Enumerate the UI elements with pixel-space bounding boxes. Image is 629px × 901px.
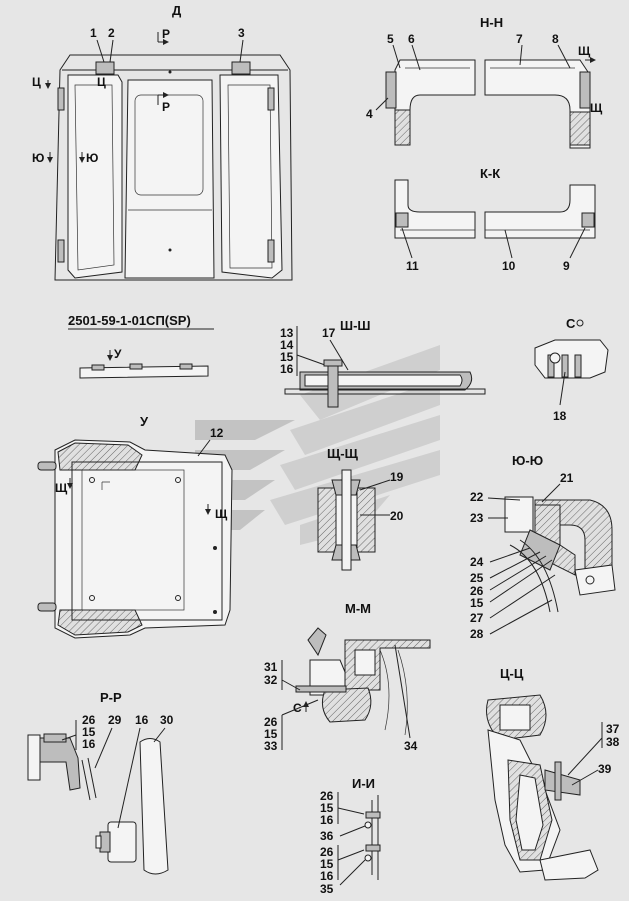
callout-4: 4 xyxy=(366,107,373,121)
view-mm-title: М-М xyxy=(345,601,371,616)
callout-1: 1 xyxy=(90,26,97,40)
callout-34: 34 xyxy=(404,739,418,753)
view-yuyu: Ю-Ю 21 22 23 24 25 26 15 27 28 xyxy=(470,453,616,641)
mark-yu-right: Ю xyxy=(86,151,98,165)
callout-11: 11 xyxy=(406,259,419,273)
document-code: 2501-59-1-01СП(SP) xyxy=(68,313,191,328)
view-u-title: У xyxy=(140,414,149,429)
callout-26-ii-a: 26 xyxy=(320,789,334,803)
view-cc: Ц-Ц 37 38 39 xyxy=(486,666,620,881)
view-kk-title: К-К xyxy=(480,166,500,181)
callout-32: 32 xyxy=(264,673,278,687)
callout-18: 18 xyxy=(553,409,567,423)
callout-20: 20 xyxy=(390,509,404,523)
callout-7: 7 xyxy=(516,32,523,46)
callout-25: 25 xyxy=(470,571,484,585)
view-hh-title: Н-Н xyxy=(480,15,503,30)
callout-3: 3 xyxy=(238,26,245,40)
mark-p-mid: Р xyxy=(162,100,170,114)
callout-15-pp: 15 xyxy=(82,725,96,739)
callout-39: 39 xyxy=(598,762,612,776)
callout-19: 19 xyxy=(390,470,404,484)
callout-29: 29 xyxy=(108,713,122,727)
callout-13: 13 xyxy=(280,326,294,340)
callout-10: 10 xyxy=(502,259,516,273)
view-mm: М-М 31 32 С 26 15 33 34 xyxy=(264,601,431,753)
callout-8: 8 xyxy=(552,32,559,46)
callout-16-ii-a: 16 xyxy=(320,813,334,827)
view-kk: К-К 11 10 9 xyxy=(394,166,596,273)
callout-28: 28 xyxy=(470,627,484,641)
callout-33: 33 xyxy=(264,739,278,753)
view-shsh: Ш-Ш 13 14 15 16 17 xyxy=(280,318,486,408)
callout-26-mm: 26 xyxy=(264,715,278,729)
callout-5: 5 xyxy=(387,32,394,46)
view-ii-title: И-И xyxy=(352,776,375,791)
callout-17: 17 xyxy=(322,326,336,340)
callout-35: 35 xyxy=(320,882,334,896)
mark-yu-left: Ю xyxy=(32,151,44,165)
callout-16-pp-b: 16 xyxy=(135,713,149,727)
view-shsh-title: Ш-Ш xyxy=(340,318,370,333)
callout-26-ii-b: 26 xyxy=(320,845,334,859)
view-ii: И-И 26 15 16 36 26 15 16 35 xyxy=(320,776,381,896)
view-c: С 18 xyxy=(534,316,609,423)
mark-shch-b: Щ xyxy=(590,101,603,115)
view-d: Д 1 2 3 Р Ц Ц Р Ю Ю xyxy=(32,3,293,281)
callout-30: 30 xyxy=(160,713,174,727)
callout-15-ii-a: 15 xyxy=(320,801,334,815)
callout-9: 9 xyxy=(563,259,570,273)
view-d-title: Д xyxy=(172,3,182,18)
callout-22: 22 xyxy=(470,490,484,504)
callout-15: 15 xyxy=(280,350,294,364)
view-yuyu-title: Ю-Ю xyxy=(512,453,543,468)
view-pp: Р-Р 26 15 16 29 16 30 xyxy=(27,690,174,875)
mark-shch-a: Щ xyxy=(578,44,591,58)
callout-6: 6 xyxy=(408,32,415,46)
callout-36: 36 xyxy=(320,829,334,843)
callout-12: 12 xyxy=(210,426,224,440)
view-shch: Щ-Щ 19 20 xyxy=(317,446,404,571)
callout-16: 16 xyxy=(280,362,294,376)
mark-c-left: Ц xyxy=(32,75,41,89)
callout-37: 37 xyxy=(606,722,620,736)
callout-24: 24 xyxy=(470,555,484,569)
mark-shch-right: Щ xyxy=(215,507,228,521)
callout-21: 21 xyxy=(560,471,574,485)
view-c-title: С xyxy=(566,316,576,331)
view-cc-title: Ц-Ц xyxy=(500,666,524,681)
callout-27: 27 xyxy=(470,611,484,625)
callout-16-pp: 16 xyxy=(82,737,96,751)
callout-31: 31 xyxy=(264,660,278,674)
callout-26-pp: 26 xyxy=(82,713,96,727)
callout-16-ii-b: 16 xyxy=(320,869,334,883)
mark-u-small: У xyxy=(114,347,122,361)
mark-c-inner: Ц xyxy=(97,75,106,89)
view-u: У 12 Щ Щ xyxy=(37,414,233,639)
callout-14: 14 xyxy=(280,338,294,352)
callout-23: 23 xyxy=(470,511,484,525)
callout-15-ii-b: 15 xyxy=(320,857,334,871)
callout-26: 26 xyxy=(470,584,484,598)
view-hh: Н-Н 5 6 7 8 4 Щ Щ xyxy=(366,15,603,149)
view-pp-title: Р-Р xyxy=(100,690,122,705)
callout-15b: 15 xyxy=(470,596,484,610)
callout-15-mm: 15 xyxy=(264,727,278,741)
mark-p-top: Р xyxy=(162,27,170,41)
view-shch-title: Щ-Щ xyxy=(327,446,359,461)
view-u-small: У xyxy=(79,347,209,379)
callout-2: 2 xyxy=(108,26,115,40)
mark-shch-left: Щ xyxy=(55,481,68,495)
callout-38: 38 xyxy=(606,735,620,749)
